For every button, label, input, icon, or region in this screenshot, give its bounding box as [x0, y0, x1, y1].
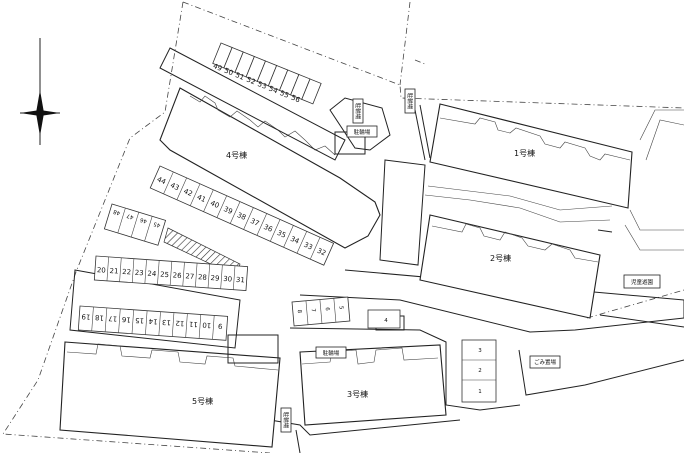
- bicycle-parking-label: 駐輪場: [282, 412, 290, 429]
- bicycle-parking-label: 駐輪場: [354, 128, 371, 136]
- building-label-4: 4号棟: [226, 150, 247, 160]
- slot-label: 21: [109, 267, 118, 276]
- parking-row-left-small: 48 47 46 45: [103, 203, 241, 277]
- building-label-5: 5号棟: [192, 396, 213, 406]
- north-arrow-icon: [20, 38, 60, 145]
- slot-label: 20: [97, 266, 106, 275]
- slot-label: 37: [249, 217, 260, 228]
- parking-row-5-8: 8 7 6 5: [291, 296, 351, 327]
- slot-label: 14: [148, 317, 158, 326]
- playground: 児童遊園: [623, 274, 661, 289]
- bicycle-parking-5: 駐輪場: [280, 407, 292, 433]
- slot-label: 43: [169, 181, 180, 192]
- slot-label: 42: [182, 187, 193, 198]
- bicycle-parking-label: 駐輪場: [354, 103, 362, 120]
- slot-label: 2: [478, 368, 482, 374]
- slot-label: 24: [147, 270, 157, 279]
- slot-label: 47: [126, 212, 135, 220]
- slot-label: 41: [196, 193, 207, 204]
- building-2: [419, 214, 613, 319]
- slot-label: 25: [160, 271, 169, 280]
- building-label-2: 2号棟: [490, 253, 511, 263]
- slot-label: 5: [338, 306, 344, 311]
- slot-label: 34: [289, 235, 301, 246]
- slot-label: 8: [296, 309, 302, 314]
- bicycle-parking-4: 駐輪場: [315, 346, 347, 359]
- parking-slot-4: 4: [367, 309, 401, 329]
- slot-label: 53: [256, 80, 267, 91]
- slot-label: 39: [222, 205, 233, 216]
- parking-slots-1-3: 3 2 1: [461, 339, 497, 403]
- slot-label: 55: [279, 89, 290, 100]
- slot-label: 50: [223, 67, 234, 78]
- slot-label: 27: [185, 272, 194, 281]
- bicycle-parking-label: 駐輪場: [323, 349, 340, 357]
- slot-label: 16: [121, 315, 131, 324]
- slot-label: 22: [122, 268, 131, 277]
- parking-row-19-9: 19 18 17 16 15 14 13 12 11 10 9: [77, 305, 229, 341]
- slot-label: 10: [202, 321, 211, 330]
- slot-label: 49: [212, 62, 223, 73]
- slot-label: 26: [172, 271, 182, 280]
- slot-label: 15: [135, 316, 144, 325]
- bicycle-parking-1: 駐輪場: [346, 125, 378, 138]
- slot-label: 6: [324, 307, 330, 312]
- slot-label: 35: [276, 229, 287, 240]
- slot-label: 31: [236, 276, 245, 285]
- slot-label: 11: [189, 320, 198, 329]
- slot-label: 33: [302, 241, 313, 252]
- bicycle-parking-2: 駐輪場: [352, 98, 364, 124]
- slot-label: 19: [81, 312, 90, 321]
- garbage-label: ごみ置場: [534, 358, 557, 366]
- slot-label: 28: [198, 273, 207, 282]
- bicycle-parking-label: 駐輪場: [406, 93, 414, 110]
- slot-label: 52: [245, 76, 256, 87]
- slot-label: 12: [175, 319, 184, 328]
- garbage-area: ごみ置場: [529, 355, 561, 369]
- parking-row-20-31: 20 21 22 23 24 25 26 27 28 29 30 31: [93, 255, 249, 291]
- slot-label: 51: [234, 71, 245, 82]
- building-4: [159, 47, 381, 249]
- slot-label: 40: [209, 199, 220, 210]
- playground-label: 児童遊園: [631, 278, 654, 286]
- slot-label: 13: [162, 318, 171, 327]
- slot-label: 44: [156, 175, 168, 186]
- slot-label: 38: [236, 211, 247, 222]
- building-1: [414, 103, 633, 209]
- slot-label: 48: [112, 208, 121, 216]
- slot-label: 29: [210, 274, 219, 283]
- slot-label: 30: [223, 275, 232, 284]
- bicycle-parking-3: 駐輪場: [404, 88, 416, 114]
- slot-label: 54: [268, 85, 280, 96]
- slot-label: 17: [108, 314, 117, 323]
- slot-label: 18: [95, 313, 104, 322]
- slot-label: 1: [478, 389, 482, 395]
- slot-label: 7: [310, 308, 316, 313]
- slot-label: 9: [218, 322, 223, 330]
- slot-label: 23: [134, 269, 143, 278]
- slot-label: 3: [478, 348, 482, 354]
- building-label-1: 1号棟: [514, 148, 535, 158]
- building-label-3: 3号棟: [347, 389, 368, 399]
- slot-label: 45: [152, 220, 161, 228]
- slot-label: 46: [139, 216, 148, 224]
- slot-label: 36: [262, 223, 274, 234]
- parking-row-top: 49 50 51 52 53 54 55 56: [212, 42, 322, 105]
- slot-label: 56: [290, 94, 302, 105]
- slot-label: 32: [316, 247, 327, 258]
- slot-label: 4: [384, 318, 388, 324]
- parking-row-middle: 44 43 42 41 40 39 38 37 36 35 34 33 32: [149, 165, 335, 266]
- building-5: [59, 269, 281, 448]
